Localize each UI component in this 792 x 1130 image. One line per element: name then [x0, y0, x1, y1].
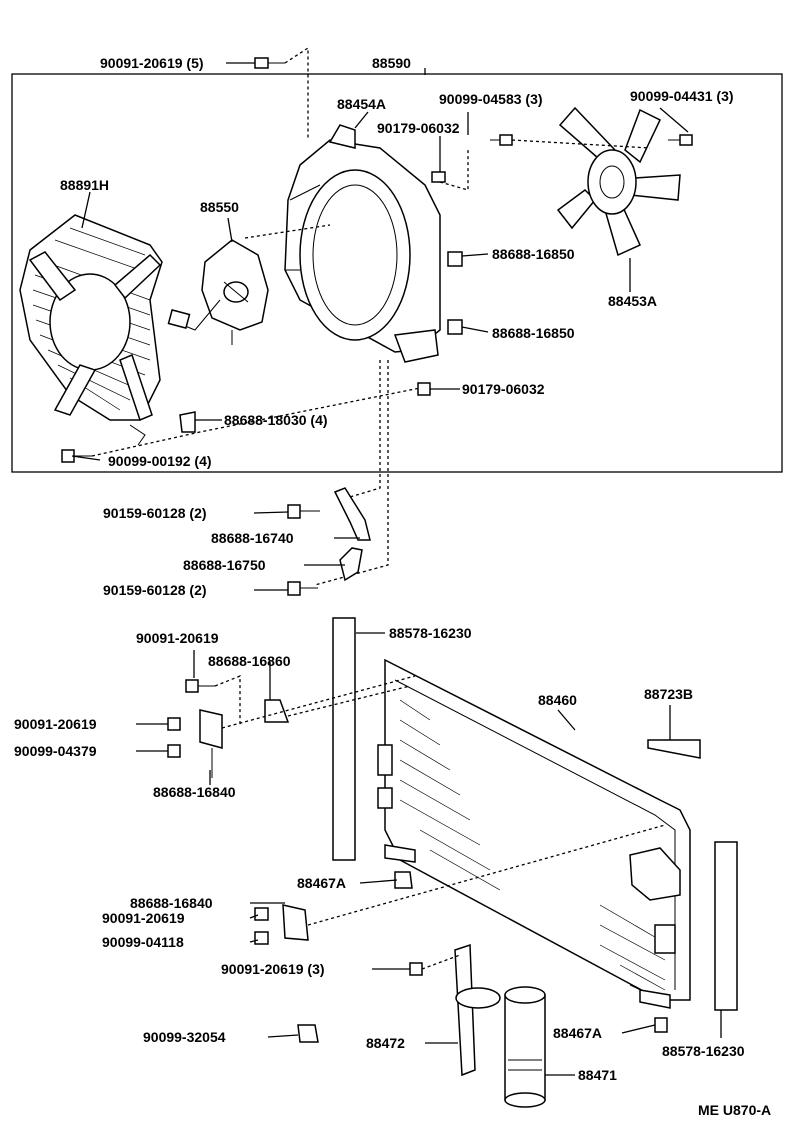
label-receiver: 88471 — [578, 1067, 617, 1083]
label-screw-top-right: 90099-04431 (3) — [630, 88, 734, 104]
label-clip-cond: 88688-16860 — [208, 653, 291, 669]
label-screw-cond: 90099-04379 — [14, 743, 97, 759]
label-bolt-top: 90091-20619 (5) — [100, 55, 204, 71]
label-bracket-shroud: 88454A — [337, 96, 386, 112]
assembly-lines-lower — [214, 675, 666, 970]
condenser-fittings — [167, 679, 668, 1043]
label-plate — [647, 739, 701, 759]
label-seal-right: 88578-16230 — [662, 1043, 745, 1059]
label-shroud-guard: 88891H — [60, 177, 109, 193]
label-cushion-2: 88467A — [553, 1025, 602, 1041]
footer-code: ME U870-A — [698, 1102, 771, 1118]
label-bolt-cond-3: 90091-20619 — [102, 910, 185, 926]
label-grommet-upper: 88688-16850 — [492, 246, 575, 262]
label-bolt-receiver: 90091-20619 (3) — [221, 961, 325, 977]
label-fan: 88453A — [608, 293, 657, 309]
label-bracket-cond-1: 88688-16840 — [153, 784, 236, 800]
label-plug: 90099-32054 — [143, 1029, 226, 1045]
label-cushion-1: 88467A — [297, 875, 346, 891]
label-bracket-receiver: 88472 — [366, 1035, 405, 1051]
label-screw-cond-2: 90099-04118 — [102, 934, 184, 950]
label-seal-left: 88578-16230 — [389, 625, 472, 641]
label-nut-shroud: 90179-06032 — [377, 120, 460, 136]
label-bolt-cond-1: 90091-20619 — [136, 630, 219, 646]
label-nut-lower: 90179-06032 — [462, 381, 545, 397]
label-bracket-cond-2: 88688-16840 — [130, 895, 213, 911]
condenser — [377, 658, 691, 1009]
assembly-lines-top — [91, 46, 651, 586]
label-screw-guard: 90099-00192 (4) — [108, 453, 212, 469]
part-labels: 88590 90091-20619 (5) 88454A 90099-04583… — [14, 55, 771, 1118]
label-bolt-cond-2: 90091-20619 — [14, 716, 97, 732]
fan-motor — [167, 239, 269, 345]
label-condenser: 88460 — [538, 692, 577, 708]
label-screw-top-mid: 90099-04583 (3) — [439, 91, 543, 107]
label-plate-code: 88723B — [644, 686, 693, 702]
label-bolt-bracket-upper: 90159-60128 (2) — [103, 505, 207, 521]
seal-strips — [332, 617, 738, 1011]
label-motor: 88550 — [200, 199, 239, 215]
receiver-drier — [454, 943, 546, 1108]
shroud-brackets — [287, 487, 371, 596]
label-grommet-lower: 88688-16850 — [492, 325, 575, 341]
label-assembly: 88590 — [372, 55, 411, 71]
fan-blade — [556, 106, 681, 257]
shroud-guard — [19, 214, 163, 446]
fan-shroud — [284, 124, 441, 363]
label-bracket-upper: 88688-16740 — [211, 530, 294, 546]
leader-lines — [71, 62, 722, 1076]
assembly-frame — [11, 73, 783, 473]
small-parts-top — [61, 57, 693, 463]
label-bracket-lower: 88688-16750 — [183, 557, 266, 573]
label-clip-guard: 88688-18030 (4) — [224, 412, 328, 428]
label-bolt-bracket-lower: 90159-60128 (2) — [103, 582, 207, 598]
